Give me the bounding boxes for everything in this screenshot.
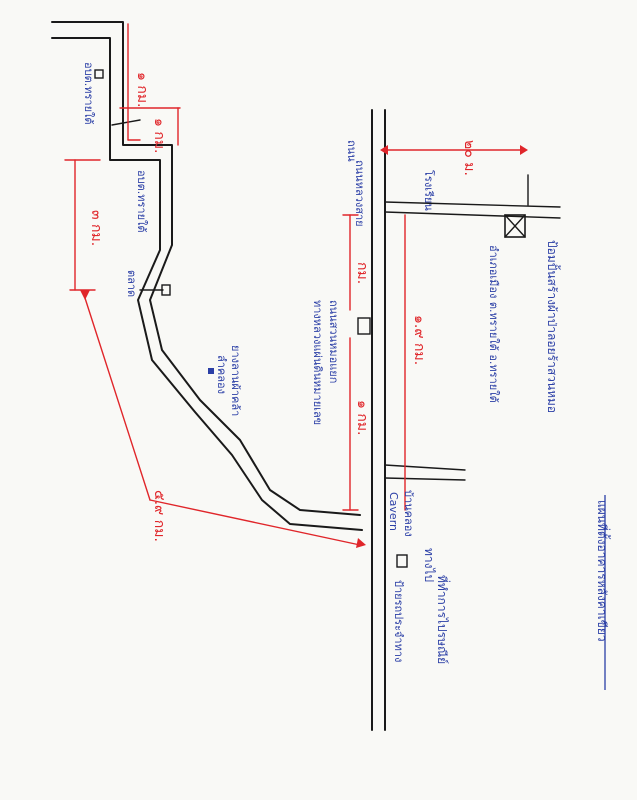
location-marker-icon (208, 368, 214, 374)
label-place-main: ป้อมปั้นสร้างผ้าป่าลอยร้าสวนหมอ (545, 240, 561, 413)
distance-label-2: ๑ กม. (151, 118, 167, 154)
distance-lines (64, 23, 528, 548)
label-curve-2: ลำคลอง (215, 355, 228, 394)
distance-label-5: ๑.๙ กม. (411, 315, 427, 365)
map-title: แผนที่ตั้งอาคารหลังคาเขียว (595, 495, 611, 690)
label-bottom: ทางไป (422, 548, 436, 582)
label-mid: ทางหลวงแผ่นดินหมายเลข (311, 300, 324, 425)
label-bottom-2: ที่ทำการไปรษณีย์ (435, 575, 451, 664)
label-house: อบต.ทรายใต้ (135, 170, 148, 233)
destination-x-icon (504, 214, 526, 238)
label-village: บ้านคลอง (402, 490, 415, 537)
distance-label-1: ๑ กม. (134, 72, 150, 108)
label-road-top: ถนน (345, 140, 358, 162)
distance-label-4: ๕.๙ กม. (151, 490, 167, 542)
label-road-top-2: ถนนหลวงสาย (353, 160, 366, 227)
winding-road (51, 21, 363, 531)
main-road (357, 109, 561, 731)
map-title-text: แผนที่ตั้งอาคารหลังคาเขียว (595, 500, 611, 642)
distance-label-3: ๓ กม. (88, 210, 104, 246)
label-bottom-small: Cavern (387, 492, 400, 531)
label-mid-2: ถนนสวนหมอแยก (327, 300, 340, 383)
distance-label-7: กม. (354, 262, 370, 284)
label-school: โรงเรียน (422, 170, 436, 211)
label-bottom-side: ป้ายรถประจำทาง (392, 580, 405, 662)
distance-labels: ๑ กม. ๑ กม. ๓ กม. ๕.๙ กม. ๑.๙ กม. ๑ กม. … (88, 72, 477, 542)
label-left-vertical: อบต.ทรายใต้ (82, 62, 95, 125)
label-market: ตลาด (125, 270, 138, 297)
label-curve: ยางลานผ้าคล้า (229, 345, 242, 416)
label-place-main-2: อำเภอเมือง ต.ทรายใต้ อ.ทรายใต้ (487, 245, 500, 403)
distance-label-8: ๒๐ ม. (461, 140, 477, 176)
place-labels: อบต.ทรายใต้ อบต.ทรายใต้ ตลาด ยางลานผ้าคล… (82, 62, 561, 664)
distance-label-6: ๑ กม. (354, 400, 370, 436)
